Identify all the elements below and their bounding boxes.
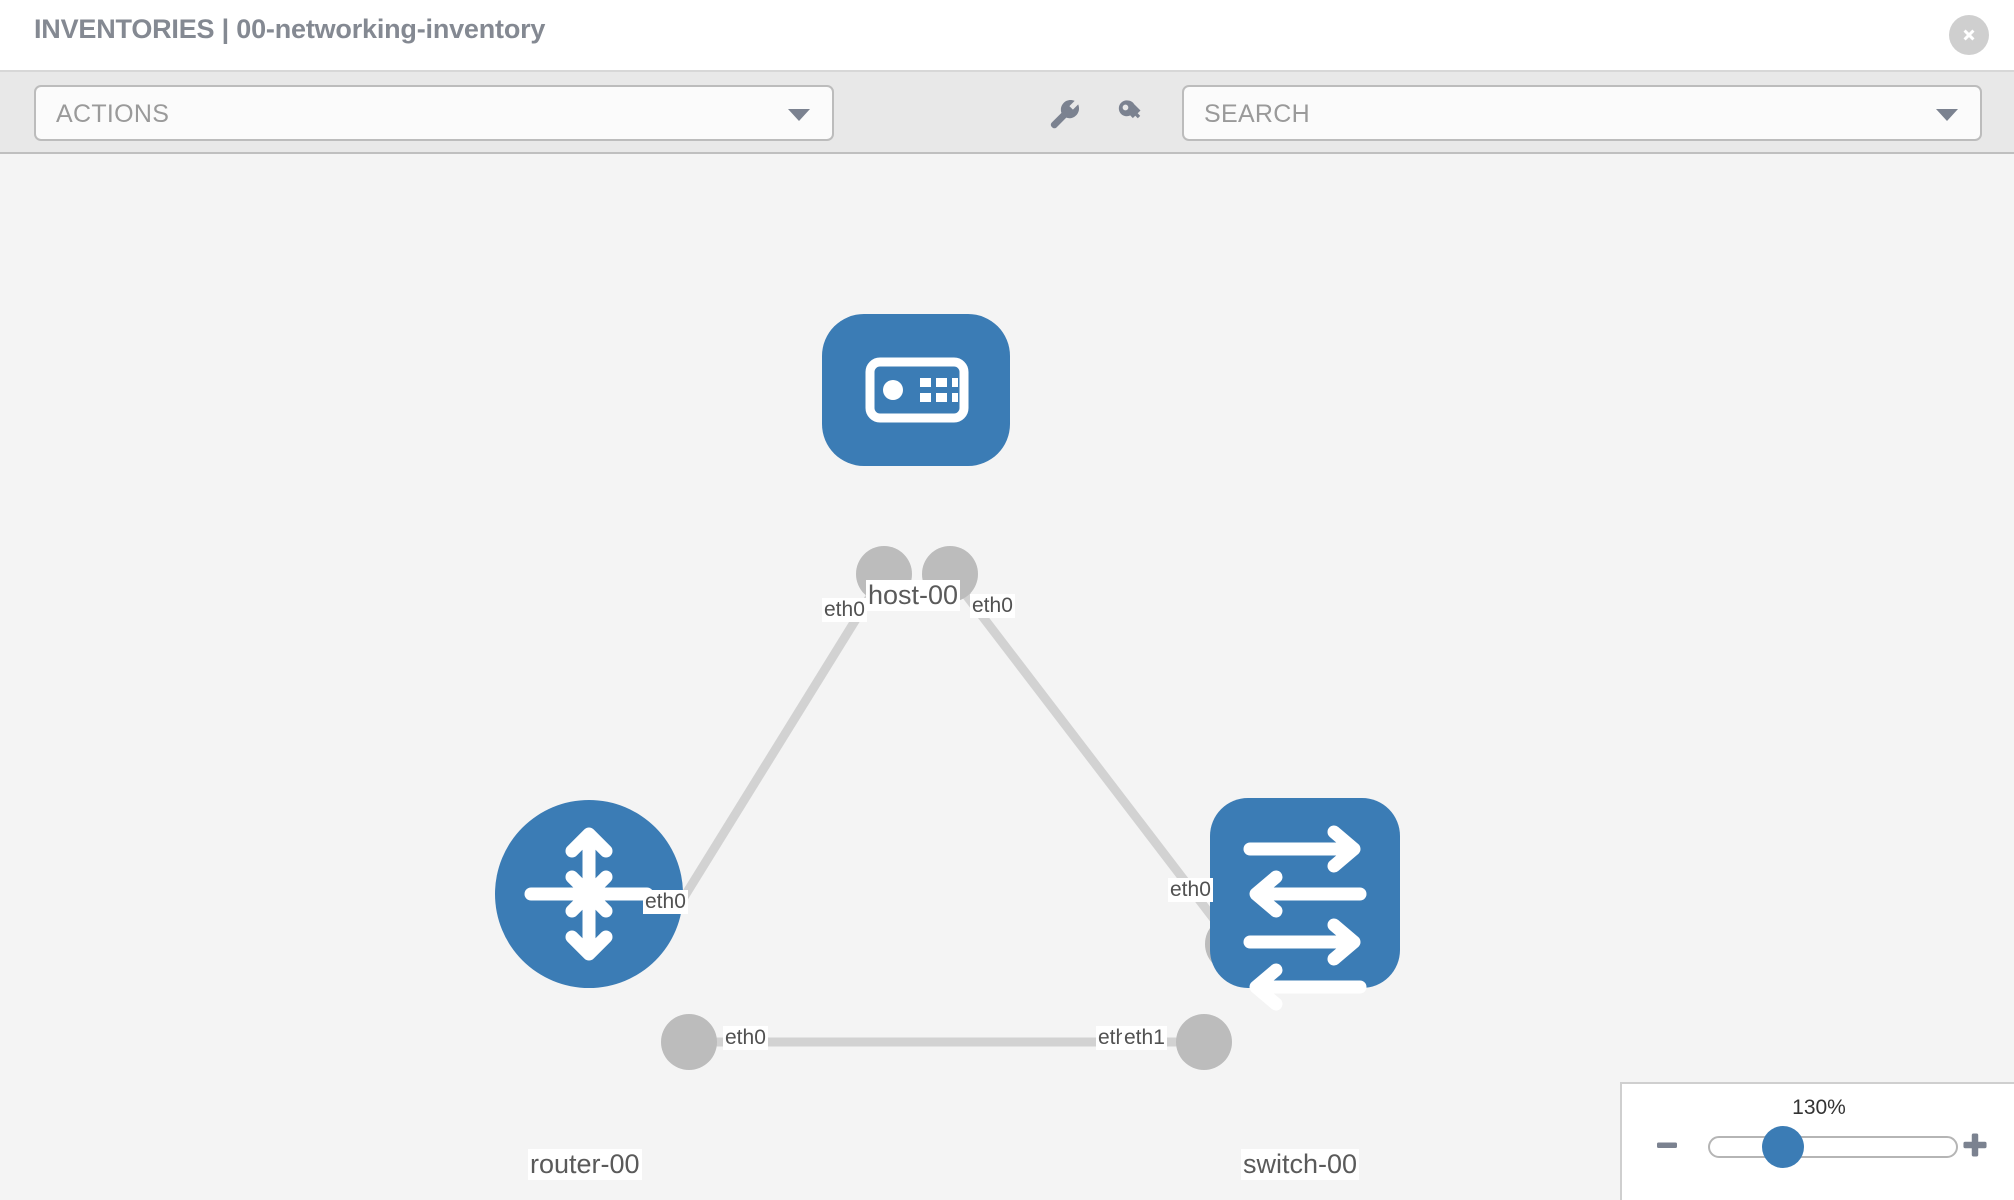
zoom-slider-track[interactable] — [1708, 1136, 1958, 1158]
node-label-router-00: router-00 — [528, 1149, 642, 1180]
topology-canvas[interactable]: eth0 host-00 eth0 eth0 eth0 eth0 eth eth… — [0, 154, 2014, 1200]
search-chevron-down-icon[interactable] — [1936, 109, 1958, 121]
key-glyph — [1118, 100, 1141, 119]
iface-label: eth0 — [822, 598, 867, 622]
minus-icon — [1657, 1142, 1677, 1148]
switch-arrows-icon — [1243, 825, 1367, 1011]
node-label-switch-00: switch-00 — [1241, 1149, 1360, 1180]
zoom-percent-label: 130% — [1792, 1096, 1846, 1119]
plus-icon — [1963, 1133, 1987, 1157]
server-icon — [865, 357, 969, 423]
router-arrows-icon — [524, 827, 654, 961]
iface-label: eth0 — [1168, 878, 1213, 902]
iface-label: eth0 — [970, 594, 1015, 618]
zoom-in-button[interactable] — [1958, 1128, 1992, 1162]
chevron-down-icon — [788, 109, 810, 121]
topology-graph — [495, 314, 1400, 1070]
actions-dropdown[interactable]: ACTIONS — [34, 85, 834, 141]
zoom-slider-thumb[interactable] — [1762, 1126, 1804, 1168]
close-x-glyph — [1963, 29, 1975, 41]
actions-dropdown-label: ACTIONS — [56, 100, 170, 128]
wrench-glyph — [1050, 99, 1080, 129]
interface-connectors — [661, 546, 1261, 1070]
zoom-control: 130% — [1620, 1082, 2014, 1200]
iface-label: eth1 — [1122, 1026, 1167, 1050]
page-header: INVENTORIES | 00-networking-inventory — [0, 0, 2014, 72]
node-router-00[interactable] — [495, 800, 683, 988]
search-input[interactable]: SEARCH — [1182, 85, 1982, 141]
zoom-out-button[interactable] — [1650, 1128, 1684, 1162]
key-icon[interactable] — [1110, 92, 1154, 136]
link-host00-router00[interactable] — [651, 571, 888, 947]
iface-label: eth0 — [723, 1026, 768, 1050]
node-host-00[interactable] — [822, 314, 1010, 466]
page-title: INVENTORIES | 00-networking-inventory — [34, 14, 546, 44]
close-icon[interactable] — [1949, 15, 1989, 55]
search-placeholder: SEARCH — [1204, 100, 1310, 128]
node-label-host-00: host-00 — [866, 580, 961, 611]
node-switch-00[interactable] — [1210, 798, 1400, 1011]
iface-label: eth0 — [643, 890, 688, 914]
wrench-icon[interactable] — [1043, 92, 1087, 136]
